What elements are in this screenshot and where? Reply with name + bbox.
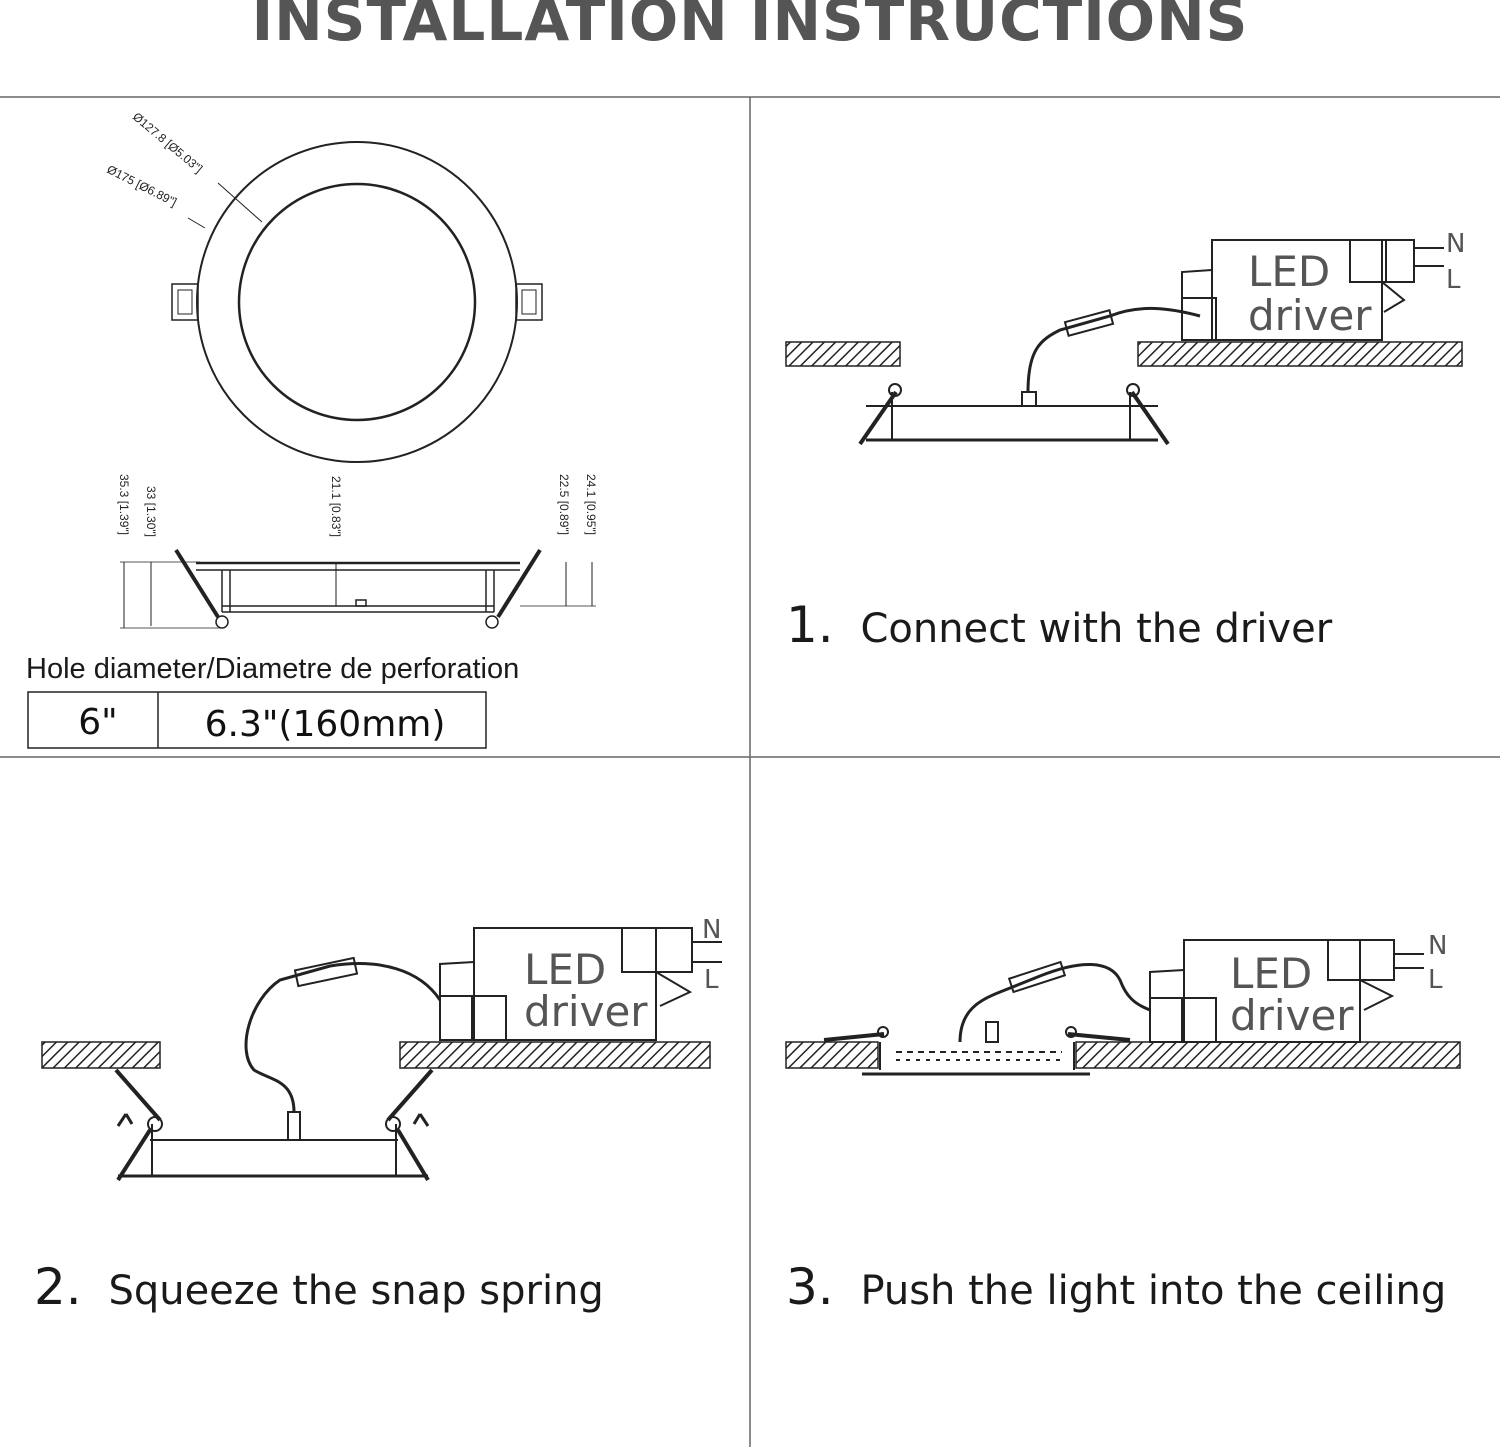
inner-diameter-label: Ø127.8 [Ø5.03"] xyxy=(130,110,205,176)
hole-diameter-label: Hole diameter/Diametre de perforation xyxy=(26,653,519,685)
step-2-label: Squeeze the snap spring xyxy=(108,1268,603,1314)
top-view xyxy=(171,141,543,463)
panel-grid xyxy=(0,96,1500,1447)
neutral-label: N xyxy=(702,915,721,945)
driver-label-line1: LED xyxy=(524,945,606,994)
step-2-number: 2. xyxy=(34,1258,82,1316)
driver-label-line1: LED xyxy=(1230,949,1312,998)
height-label-1: 35.3 [1.39"] xyxy=(117,474,131,535)
step-3-illustration: LED driver N L xyxy=(785,931,1461,1076)
step-1-label: Connect with the driver xyxy=(860,606,1332,652)
step-3-text: 3. Push the light into the ceiling xyxy=(786,1258,1446,1316)
page-title: INSTALLATION INSTRUCTIONS xyxy=(251,0,1249,54)
step-1-illustration: LED driver N L xyxy=(785,229,1465,446)
neutral-label: N xyxy=(1446,229,1465,259)
height-label-3: 21.1 [0.83"] xyxy=(329,476,343,537)
step-2-illustration: LED driver N L xyxy=(41,915,722,1182)
side-view xyxy=(120,548,596,629)
driver-label-line2: driver xyxy=(1248,291,1372,340)
live-label: L xyxy=(1446,265,1461,295)
driver-label-line2: driver xyxy=(524,987,648,1036)
step-3-number: 3. xyxy=(786,1258,834,1316)
step-3-label: Push the light into the ceiling xyxy=(860,1268,1446,1314)
dimension-panel: Ø127.8 [Ø5.03"] Ø175 [Ø6.89"] xyxy=(26,110,598,749)
height-label-5: 24.1 [0.95"] xyxy=(584,474,598,535)
step-1-text: 1. Connect with the driver xyxy=(786,596,1333,654)
height-label-2: 33 [1.30"] xyxy=(144,486,158,537)
live-label: L xyxy=(704,965,719,995)
height-label-4: 22.5 [0.89"] xyxy=(557,474,571,535)
step-1-number: 1. xyxy=(786,596,834,654)
outer-diameter-label: Ø175 [Ø6.89"] xyxy=(105,162,179,209)
hole-table xyxy=(27,691,487,749)
hole-diameter-cell: 6.3"(160mm) xyxy=(205,704,446,745)
driver-label-line2: driver xyxy=(1230,991,1354,1040)
step-2-text: 2. Squeeze the snap spring xyxy=(34,1258,604,1316)
live-label: L xyxy=(1428,965,1443,995)
neutral-label: N xyxy=(1428,931,1447,961)
hole-size-cell: 6" xyxy=(78,702,117,743)
driver-label-line1: LED xyxy=(1248,247,1330,296)
